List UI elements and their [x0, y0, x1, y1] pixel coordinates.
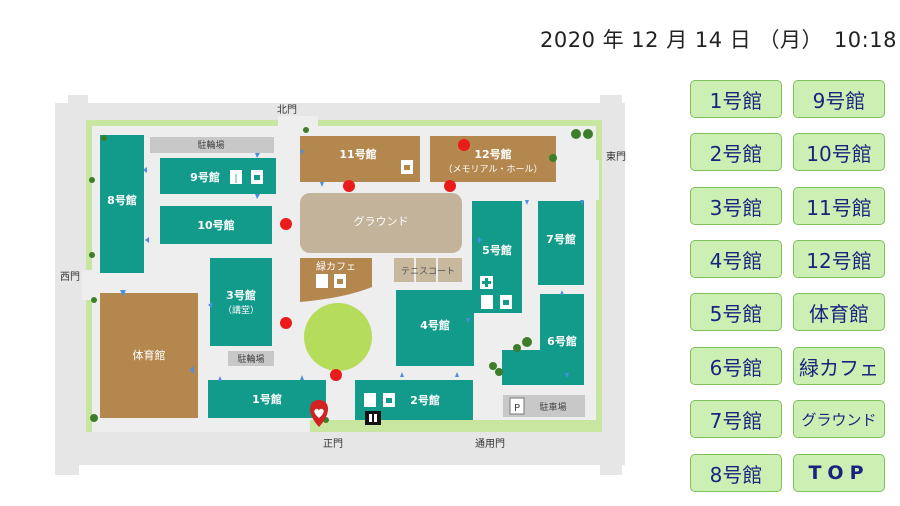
- stop-markers: [280, 139, 470, 381]
- nav-building-3-button[interactable]: 3号館: [690, 187, 782, 225]
- entrance-arrows: [120, 150, 584, 381]
- restroom-icon: [365, 411, 381, 425]
- gym-label: 体育館: [133, 348, 166, 362]
- building-9-label: 9号館: [190, 170, 220, 184]
- cafe-icon: [251, 170, 263, 184]
- building-3-label: 3号館: [226, 288, 256, 302]
- main-gate-label: 正門: [323, 438, 343, 450]
- restaurant-icon: [364, 393, 376, 407]
- building-10-label: 10号館: [197, 218, 234, 232]
- building-8: [100, 135, 144, 273]
- bike-parking-south-label: 駐輪場: [237, 353, 264, 365]
- building-1-label: 1号館: [252, 392, 282, 406]
- nav-building-11-button[interactable]: 11号館: [793, 187, 885, 225]
- trees: [89, 127, 593, 423]
- tennis-label: テニスコート: [401, 266, 455, 277]
- nav-building-9-button[interactable]: 9号館: [793, 80, 885, 118]
- nav-gym-button[interactable]: 体育館: [793, 293, 885, 331]
- current-datetime: 2020 年 12 月 14 日 （月） 10:18: [540, 28, 897, 52]
- restaurant-icon: |: [230, 170, 242, 184]
- nav-top-button[interactable]: TOP: [793, 454, 885, 492]
- building-12-note: （メモリアル・ホール）: [444, 164, 543, 175]
- ground-label: グラウンド: [354, 214, 409, 228]
- bike-parking-north: [150, 137, 274, 153]
- nav-building-6-button[interactable]: 6号館: [690, 347, 782, 385]
- building-3-note: （講堂）: [223, 304, 259, 316]
- nav-building-1-button[interactable]: 1号館: [690, 80, 782, 118]
- east-gate-label: 東門: [606, 150, 626, 163]
- cafe-icon: [401, 160, 413, 174]
- building-12-label: 12号館: [474, 147, 511, 161]
- nav-building-2-button[interactable]: 2号館: [690, 133, 782, 171]
- bike-parking-south: [228, 351, 274, 366]
- bike-parking-north-label: 駐輪場: [197, 139, 224, 151]
- nav-building-8-button[interactable]: 8号館: [690, 454, 782, 492]
- nav-ground-button[interactable]: グラウンド: [793, 400, 885, 438]
- building-11: [300, 136, 420, 182]
- cafe-icon: [334, 274, 346, 288]
- west-gate-label: 西門: [60, 271, 80, 283]
- current-location-pin: [309, 400, 329, 427]
- north-gate-label: 北門: [277, 104, 297, 116]
- central-green: [304, 303, 372, 371]
- building-1: [208, 380, 326, 418]
- building-7: [538, 201, 584, 285]
- nav-building-7-button[interactable]: 7号館: [690, 400, 782, 438]
- nav-building-5-button[interactable]: 5号館: [690, 293, 782, 331]
- first-aid-icon: [480, 276, 493, 289]
- building-4-label: 4号館: [420, 318, 450, 332]
- cafe-label: 緑カフェ: [316, 260, 356, 273]
- ground: [300, 193, 462, 253]
- commute-gate-label: 通用門: [475, 438, 505, 450]
- parking-sign: P: [514, 403, 520, 414]
- svg-text:|: |: [234, 174, 237, 184]
- building-6: [502, 294, 584, 385]
- tennis-court: [438, 258, 462, 282]
- building-4: [396, 290, 474, 366]
- nav-cafe-button[interactable]: 緑カフェ: [793, 347, 885, 385]
- restaurant-icon: [316, 274, 328, 288]
- cafe-icon: [500, 295, 512, 309]
- car-parking-label: 駐車場: [539, 401, 566, 413]
- building-10: [160, 206, 272, 244]
- gymnasium: [100, 293, 198, 418]
- building-11-label: 11号館: [339, 147, 376, 161]
- campus-map: 北門 東門 西門 正門 通用門 8号館 9号館 10号館 3号館 （講堂） 1号…: [55, 95, 626, 475]
- nav-building-4-button[interactable]: 4号館: [690, 240, 782, 278]
- cafe-icon: [383, 393, 395, 407]
- building-8-label: 8号館: [107, 193, 137, 207]
- restaurant-icon: [481, 295, 493, 309]
- building-7-label: 7号館: [546, 232, 576, 246]
- nav-building-12-button[interactable]: 12号館: [793, 240, 885, 278]
- building-12: [430, 136, 556, 182]
- nav-building-10-button[interactable]: 10号館: [793, 133, 885, 171]
- building-6-label: 6号館: [547, 334, 577, 348]
- building-2-label: 2号館: [410, 393, 440, 407]
- building-5-label: 5号館: [482, 243, 512, 257]
- building-5: [472, 201, 522, 313]
- building-3: [210, 258, 272, 346]
